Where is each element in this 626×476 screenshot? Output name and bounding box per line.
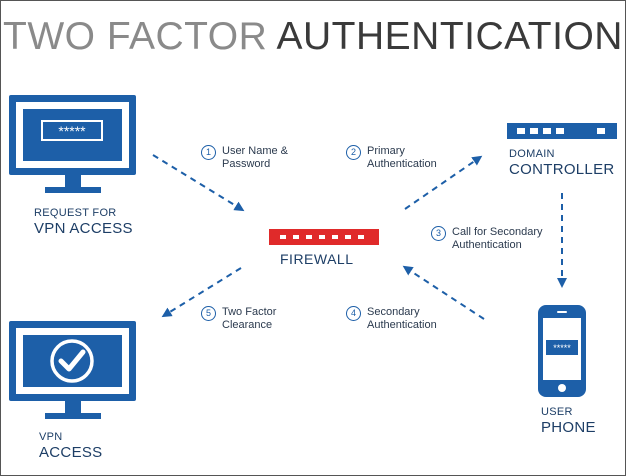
arrow-phone-to-firewall bbox=[402, 265, 485, 320]
title-light: TWO FACTOR bbox=[3, 15, 277, 58]
controller-label-large: CONTROLLER bbox=[509, 160, 615, 178]
step-1-line2: Password bbox=[222, 158, 271, 170]
step-5-number: 5 bbox=[201, 306, 216, 321]
step-4-number: 4 bbox=[346, 306, 361, 321]
request-label: REQUEST FOR VPN ACCESS bbox=[34, 207, 133, 237]
step-3-line2: Authentication bbox=[452, 239, 522, 251]
phone-icon: ***** bbox=[538, 305, 586, 397]
vpn-access-label-large: ACCESS bbox=[39, 443, 103, 461]
step-5-line2: Clearance bbox=[222, 319, 273, 331]
checkmark-icon bbox=[58, 349, 86, 372]
step-1: 1 User Name & Password bbox=[201, 145, 288, 171]
title-bold: AUTHENTICATION bbox=[276, 15, 623, 58]
controller-label-small: DOMAIN bbox=[509, 148, 555, 160]
step-4-line1: Secondary bbox=[367, 306, 420, 318]
step-2-line2: Authentication bbox=[367, 158, 437, 170]
request-monitor-icon: ***** bbox=[9, 95, 136, 193]
step-4-line2: Authentication bbox=[367, 319, 437, 331]
step-1-number: 1 bbox=[201, 145, 216, 160]
phone-label-large: PHONE bbox=[541, 418, 596, 436]
phone-label: USER PHONE bbox=[541, 406, 596, 436]
request-password-mask: ***** bbox=[58, 123, 86, 139]
step-2-line1: Primary bbox=[367, 145, 405, 157]
phone-password-mask: ***** bbox=[553, 343, 571, 353]
request-label-small: REQUEST FOR bbox=[34, 207, 117, 219]
step-3-number: 3 bbox=[431, 226, 446, 241]
firewall-label: FIREWALL bbox=[280, 251, 354, 267]
step-2: 2 Primary Authentication bbox=[346, 145, 437, 171]
vpn-access-label-small: VPN bbox=[39, 431, 63, 443]
step-3-line1: Call for Secondary bbox=[452, 226, 543, 238]
step-3: 3 Call for Secondary Authentication bbox=[431, 226, 543, 252]
step-5-line1: Two Factor bbox=[222, 306, 277, 318]
page-title: TWO FACTOR AUTHENTICATION bbox=[1, 15, 625, 59]
domain-controller-icon bbox=[507, 123, 617, 139]
arrow-firewall-to-vpn bbox=[161, 267, 242, 318]
arrow-firewall-to-controller bbox=[404, 155, 483, 210]
controller-label: DOMAIN CONTROLLER bbox=[509, 148, 615, 178]
vpn-access-label: VPN ACCESS bbox=[39, 431, 103, 461]
request-label-large: VPN ACCESS bbox=[34, 219, 133, 237]
step-4: 4 Secondary Authentication bbox=[346, 306, 437, 332]
phone-label-small: USER bbox=[541, 406, 573, 418]
step-1-line1: User Name & bbox=[222, 145, 289, 157]
step-2-number: 2 bbox=[346, 145, 361, 160]
firewall-icon bbox=[269, 229, 379, 245]
step-5: 5 Two Factor Clearance bbox=[201, 306, 276, 332]
vpn-monitor-icon bbox=[9, 321, 136, 419]
